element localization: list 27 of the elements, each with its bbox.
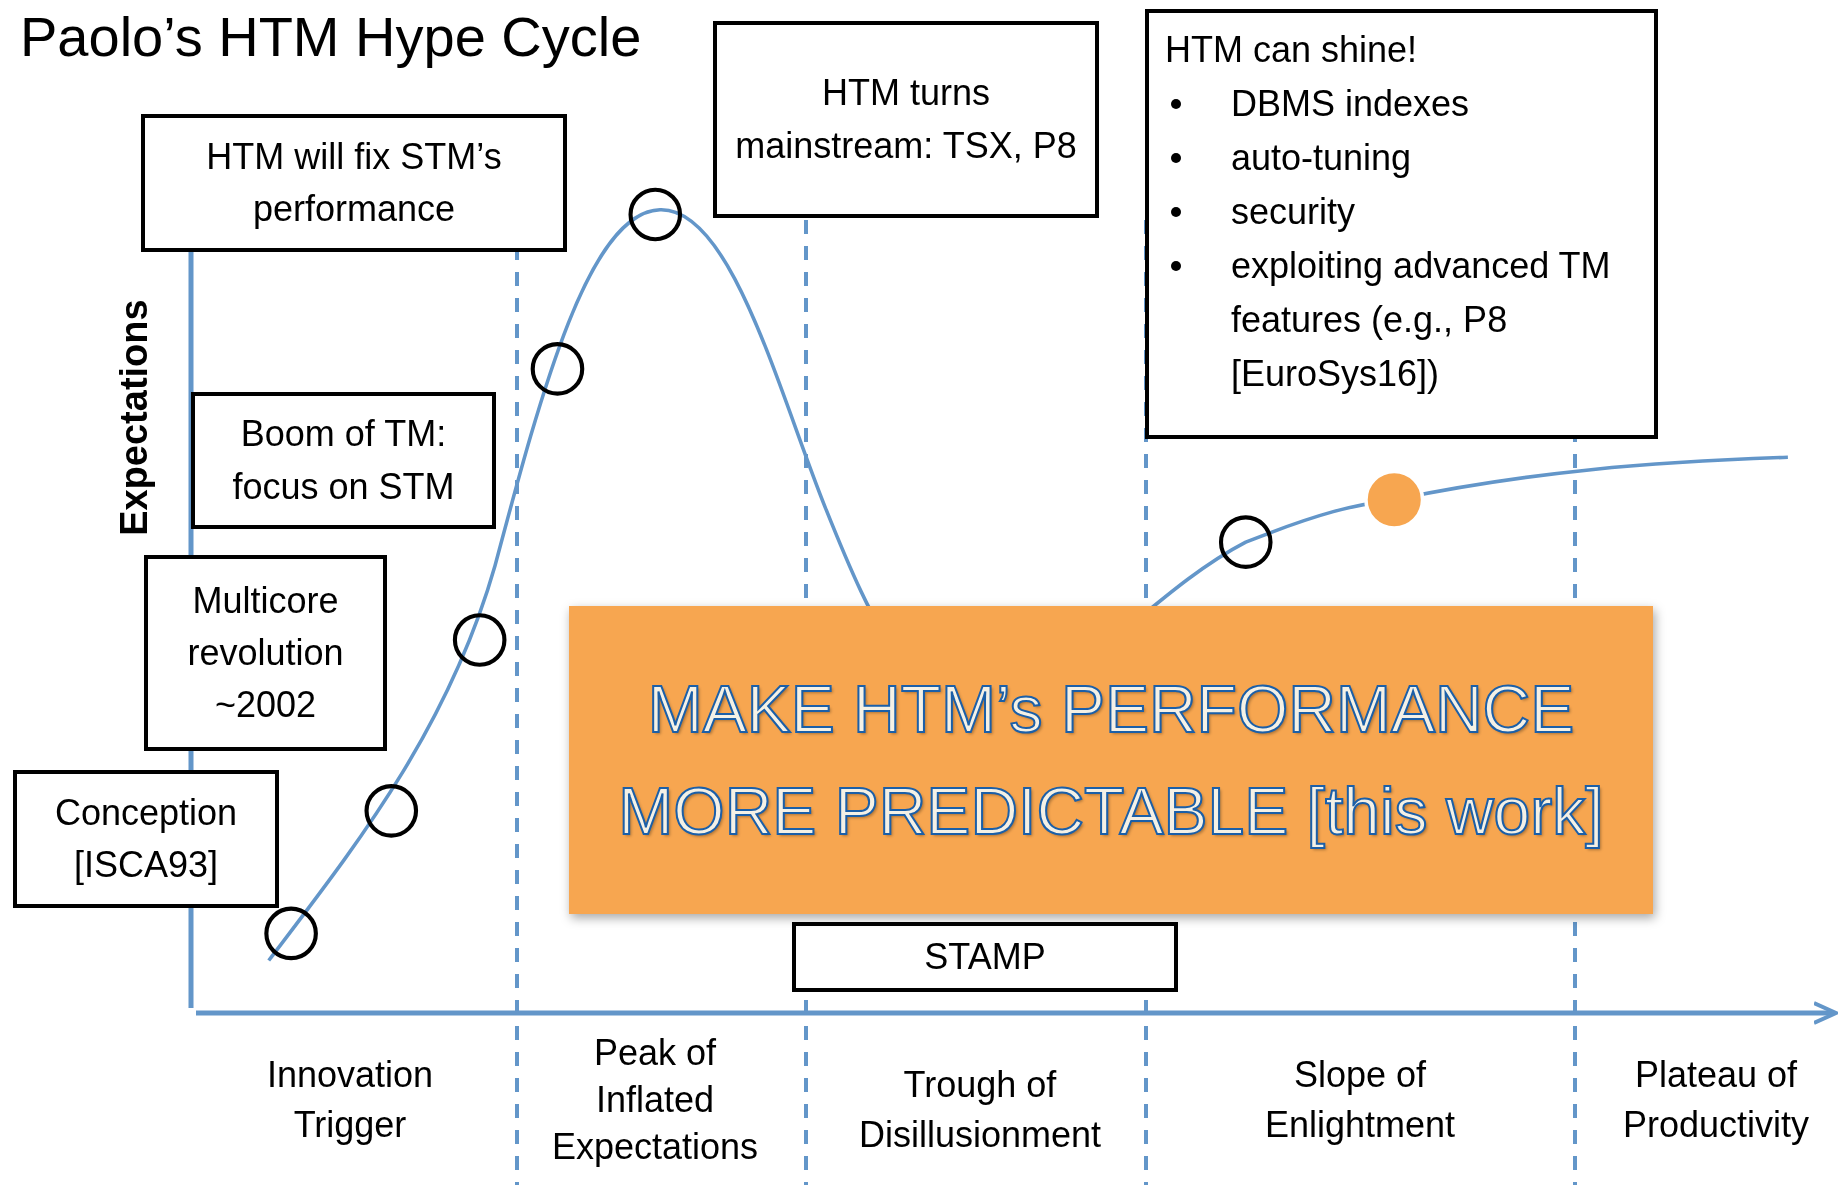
note-text: STAMP bbox=[924, 934, 1046, 979]
list-item: security bbox=[1231, 190, 1356, 234]
note-text: Conception [ISCA93] bbox=[53, 790, 239, 887]
phase-label: Trough of Disillusionment bbox=[857, 1063, 1103, 1158]
banner-text: MAKE HTM’s PERFORMANCE MORE PREDICTABLE [this work] bbox=[617, 670, 1605, 850]
axis-label: Expectations bbox=[112, 298, 157, 538]
phase-label: Slope of Enlightment bbox=[1263, 1053, 1457, 1148]
note-box bbox=[191, 392, 496, 529]
note-box bbox=[141, 114, 567, 252]
note-box bbox=[1145, 9, 1658, 439]
note-box bbox=[713, 21, 1099, 218]
highlight-banner bbox=[569, 606, 1653, 914]
list-item: exploiting advanced TM features (e.g., P8 [EuroSys16]) bbox=[1231, 244, 1612, 396]
list-item: DBMS indexes bbox=[1231, 82, 1470, 126]
note-text: HTM turns mainstream: TSX, P8 bbox=[734, 71, 1078, 168]
diagram-title: Paolo’s HTM Hype Cycle bbox=[20, 4, 642, 69]
note-box bbox=[144, 555, 387, 751]
note-box bbox=[792, 922, 1178, 992]
note-box bbox=[13, 770, 279, 908]
note-text: Multicore revolution ~2002 bbox=[186, 578, 345, 728]
list-heading: HTM can shine! bbox=[1165, 28, 1419, 72]
note-text: Boom of TM: focus on STM bbox=[231, 412, 456, 509]
note-text: HTM will fix STM’s performance bbox=[205, 134, 503, 231]
list-item: auto-tuning bbox=[1231, 136, 1412, 180]
phase-label: Innovation Trigger bbox=[265, 1053, 435, 1148]
phase-label: Plateau of Productivity bbox=[1621, 1053, 1811, 1148]
phase-label: Peak of Inflated Expectations bbox=[550, 1031, 760, 1169]
